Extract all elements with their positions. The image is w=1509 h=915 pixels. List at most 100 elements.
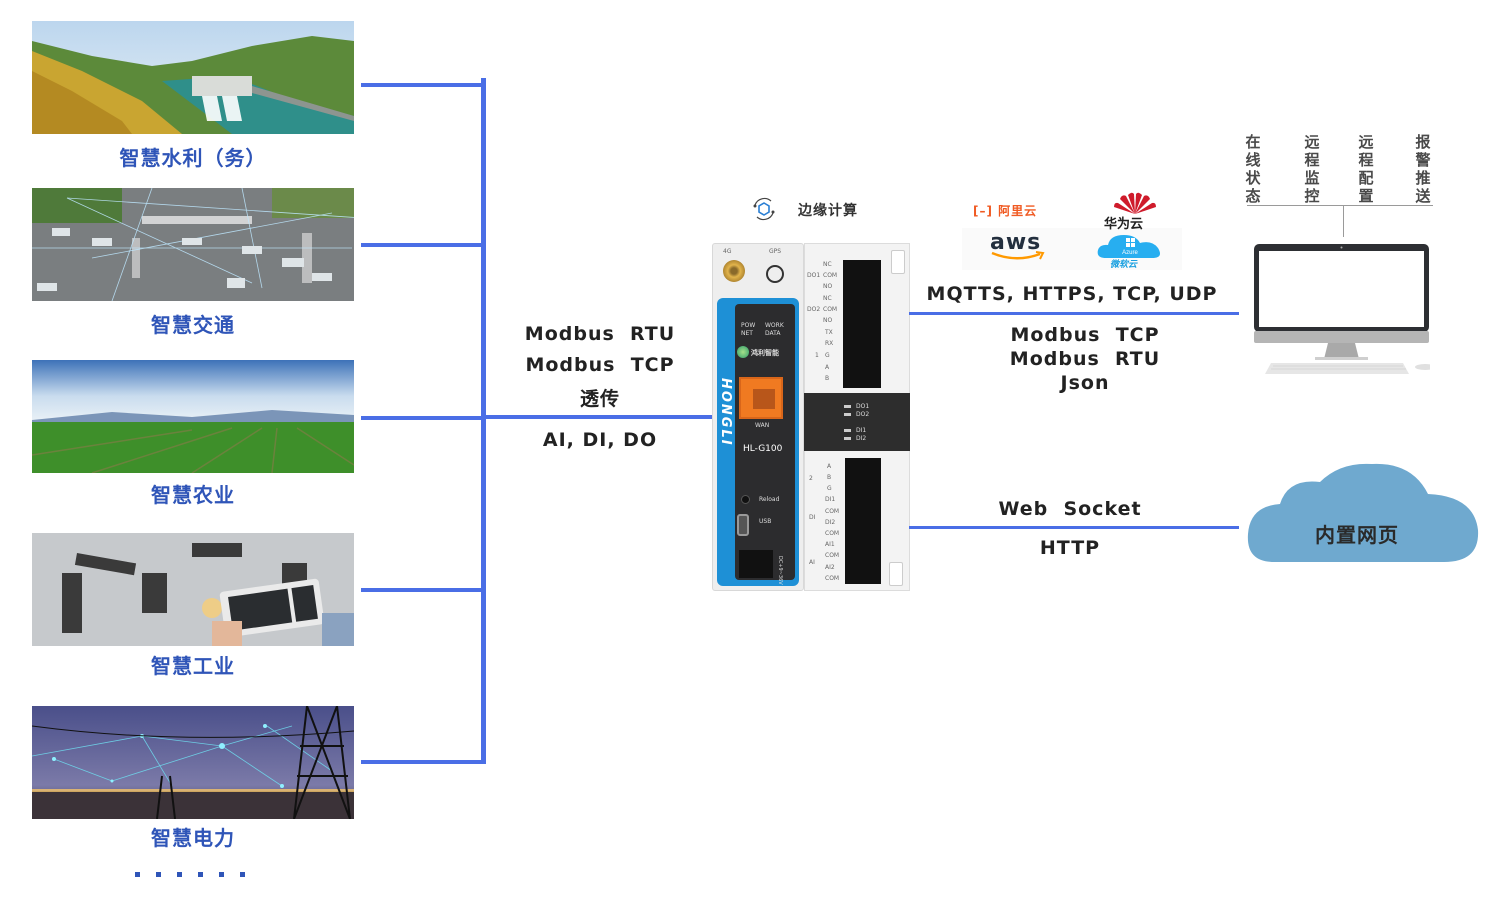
- device-front-panel: HONGLI POW WORK NET DATA 鸿利智能 WAN HL-G10…: [717, 298, 799, 586]
- gateway-device: 4G GPS HONGLI POW WORK NET DATA 鸿利智能 WAN…: [712, 243, 910, 591]
- terminal-pin: AI2: [825, 564, 835, 571]
- top-terminal-block: [843, 260, 881, 388]
- azure-cloud-icon: Azure: [1097, 235, 1160, 258]
- field-io-types: AI, DI, DO: [542, 429, 658, 451]
- feature-bracket-line: [1247, 205, 1433, 206]
- terminal-pin: B: [827, 474, 832, 481]
- terminal-pin: A: [827, 463, 832, 470]
- wan-ethernet-port: [739, 377, 783, 419]
- terminal-pin: DI1: [825, 496, 836, 503]
- scene-label-water: 智慧水利（务）: [119, 146, 267, 170]
- scene-image-traffic: [32, 188, 354, 301]
- scene-image-industry: [32, 533, 354, 646]
- usb-label: USB: [759, 518, 772, 525]
- gateway-to-platform-line: [909, 312, 1239, 315]
- scene-image-agriculture: [32, 360, 354, 473]
- terminal-pin: COM: [825, 530, 840, 537]
- terminal-group-serial2: 2: [809, 475, 813, 482]
- terminal-pin: AI1: [825, 541, 835, 548]
- desktop-computer-icon: [1254, 244, 1430, 374]
- upstream-transport-protocols: MQTTS, HTTPS, TCP, UDP: [926, 283, 1218, 305]
- scene-connector-line: [361, 83, 485, 87]
- field-protocol-passthrough: 透传: [579, 388, 620, 410]
- web-protocol-http: HTTP: [1039, 537, 1101, 559]
- scene-image-water: [32, 21, 354, 134]
- antenna-port-label: 4G: [723, 248, 732, 255]
- io-led-do1: DO1: [856, 403, 870, 410]
- terminal-pin: COM: [823, 272, 838, 279]
- terminal-group-ai: AI: [809, 559, 815, 566]
- terminal-pin: NO: [823, 283, 833, 290]
- io-led-panel: DO1 DO2 DI1 DI2: [804, 393, 910, 451]
- device-model: HL-G100: [743, 444, 783, 454]
- device-panel-inner: POW WORK NET DATA 鸿利智能 WAN HL-G100 Reloa…: [735, 304, 795, 585]
- terminal-pin: COM: [825, 508, 840, 515]
- aliyun-label: 阿里云: [998, 204, 1038, 218]
- device-brand-vertical: HONGLI: [718, 378, 733, 447]
- scene-connector-line: [361, 243, 485, 247]
- aws-smile-icon: [991, 251, 1045, 260]
- builtin-web-cloud-icon: [1247, 463, 1479, 562]
- scene-label-power: 智慧电力: [151, 826, 235, 850]
- scene-label-agriculture: 智慧农业: [151, 483, 235, 507]
- led-net: NET: [741, 330, 753, 337]
- web-protocol-websocket: Web Socket: [998, 498, 1142, 520]
- io-led-di2: DI2: [856, 435, 867, 442]
- io-led-do2: DO2: [856, 411, 870, 418]
- feature-remote-config: 远程配置: [1358, 133, 1374, 205]
- power-label: DC+9~36V: [777, 556, 783, 585]
- latch: [891, 250, 905, 274]
- edge-computing-icon: [753, 197, 775, 221]
- terminal-pin: NC: [823, 261, 832, 268]
- led-pow: POW: [741, 322, 756, 329]
- scene-bus-line: [481, 78, 486, 764]
- antenna-connector-icon: [723, 260, 745, 282]
- feature-remote-monitoring: 远程监控: [1304, 133, 1320, 205]
- terminal-pin: COM: [823, 306, 838, 313]
- scene-label-traffic: 智慧交通: [151, 313, 235, 337]
- feature-online-status: 在线状态: [1245, 133, 1261, 205]
- terminal-pin: TX: [825, 329, 833, 336]
- terminal-group-di: DI: [809, 514, 816, 521]
- more-scenes-ellipsis: [135, 872, 245, 877]
- gps-indicator-icon: [766, 265, 784, 283]
- aliyun-mark-icon: [–]: [973, 204, 993, 218]
- huawei-label: 华为云: [1104, 217, 1144, 232]
- terminal-group-serial1: 1: [815, 352, 819, 359]
- led-data: DATA: [765, 330, 781, 337]
- terminal-pin: RX: [825, 340, 834, 347]
- terminal-group-do2: DO2: [807, 306, 821, 313]
- terminal-pin: G: [827, 485, 832, 492]
- aliyun-logo: [–] 阿里云: [973, 202, 1037, 219]
- scene-connector-line: [361, 588, 485, 592]
- field-to-gateway-line: [481, 415, 715, 419]
- upstream-protocol-json: Json: [1060, 372, 1110, 394]
- field-protocol-modbus-tcp: Modbus TCP: [525, 354, 675, 376]
- device-main-body: 4G GPS HONGLI POW WORK NET DATA 鸿利智能 WAN…: [712, 243, 804, 591]
- scene-image-power: [32, 706, 354, 819]
- huawei-logo-icon: [1114, 192, 1156, 214]
- terminal-pin: NO: [823, 317, 833, 324]
- scene-label-industry: 智慧工业: [151, 654, 235, 678]
- terminal-pin: A: [825, 364, 830, 371]
- feature-stem-line: [1343, 205, 1344, 237]
- terminal-pin: COM: [825, 575, 840, 582]
- azure-cn-label: 微软云: [1110, 260, 1138, 270]
- led-work: WORK: [765, 322, 784, 329]
- azure-label: Azure: [1122, 250, 1138, 256]
- terminal-pin: B: [825, 375, 830, 382]
- scene-connector-line: [361, 760, 485, 764]
- upstream-protocol-modbus-tcp: Modbus TCP: [1010, 324, 1160, 346]
- scene-connector-line: [361, 416, 485, 420]
- aws-logo: aws: [990, 230, 1042, 255]
- latch: [889, 562, 903, 586]
- terminal-pin: DI2: [825, 519, 836, 526]
- gps-port-label: GPS: [769, 248, 782, 255]
- gateway-to-web-line: [909, 526, 1239, 529]
- edge-computing-label: 边缘计算: [798, 203, 858, 219]
- terminal-group-do1: DO1: [807, 272, 821, 279]
- usb-port-icon: [737, 514, 749, 536]
- builtin-web-label: 内置网页: [1315, 523, 1399, 547]
- field-protocol-modbus-rtu: Modbus RTU: [524, 323, 676, 345]
- terminal-pin: G: [825, 352, 830, 359]
